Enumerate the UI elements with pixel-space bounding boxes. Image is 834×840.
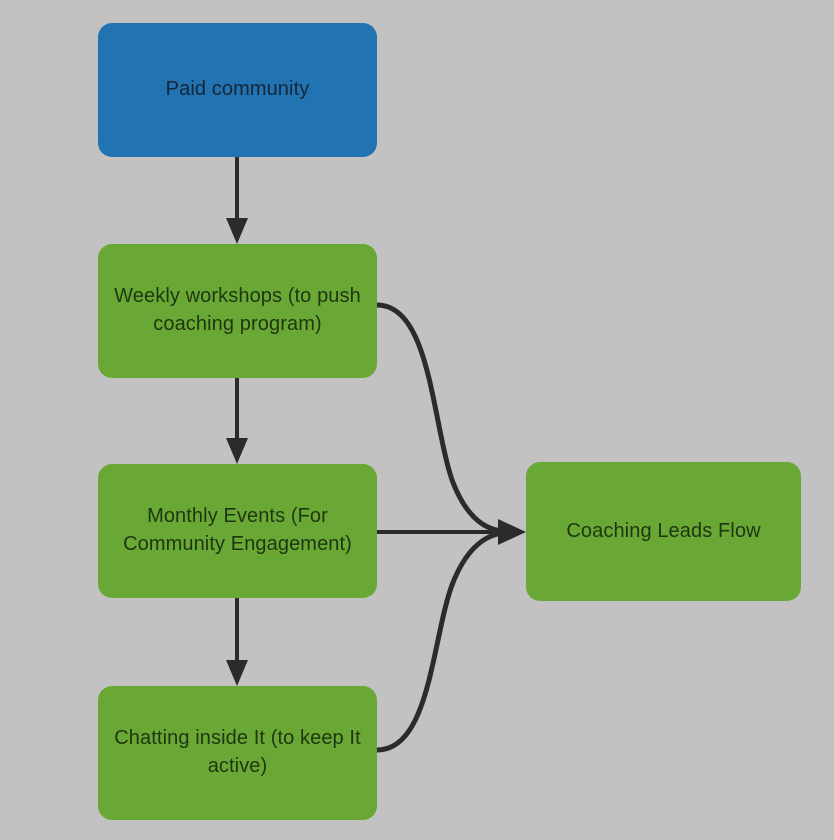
node-label: Chatting inside It (to keep It active) [114,727,361,777]
node-label: Weekly workshops (to push coaching progr… [114,285,361,335]
arrowhead-into-coaching-leads [498,519,526,545]
edge-paid-to-weekly [226,157,248,244]
node-label: Monthly Events (For Community Engagement… [123,505,352,555]
edge-chatting-to-coaching [374,529,515,753]
edge-monthly-to-chatting [226,598,248,686]
node-label: Paid community [165,78,310,101]
node-label: Coaching Leads Flow [566,519,761,542]
node-chatting-inside[interactable]: Chatting inside It (to keep It active) [98,686,377,820]
node-coaching-leads[interactable]: Coaching Leads Flow [526,462,801,601]
edge-weekly-to-coaching [374,302,515,535]
node-monthly-events[interactable]: Monthly Events (For Community Engagement… [98,464,377,598]
node-paid-community[interactable]: Paid community [98,23,377,157]
node-weekly-workshops[interactable]: Weekly workshops (to push coaching progr… [98,244,377,378]
edge-weekly-to-monthly [226,378,248,464]
